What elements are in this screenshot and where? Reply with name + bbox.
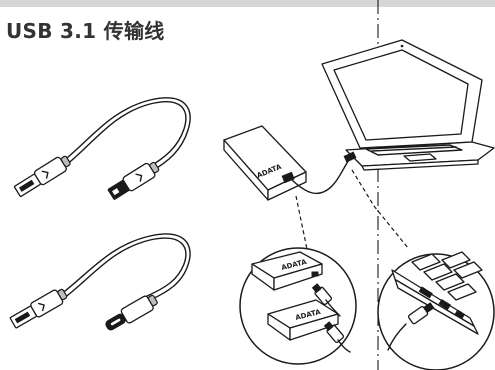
connection-cable [291,157,353,195]
drive-zoom-leader [295,195,309,255]
drive-port-zoom-icon: ADATA ADATA [239,247,357,365]
laptop-icon [321,39,495,171]
usb-a-to-micro-b-cable-icon [13,97,191,200]
header-divider [0,0,495,7]
laptop-zoom-leader [351,169,409,249]
page-title: USB 3.1 传输线 [6,19,165,43]
laptop-port-zoom-icon [377,251,495,370]
external-hard-drive-icon: ADATA [223,125,307,201]
usb-a-to-type-c-cable-icon [9,233,191,331]
